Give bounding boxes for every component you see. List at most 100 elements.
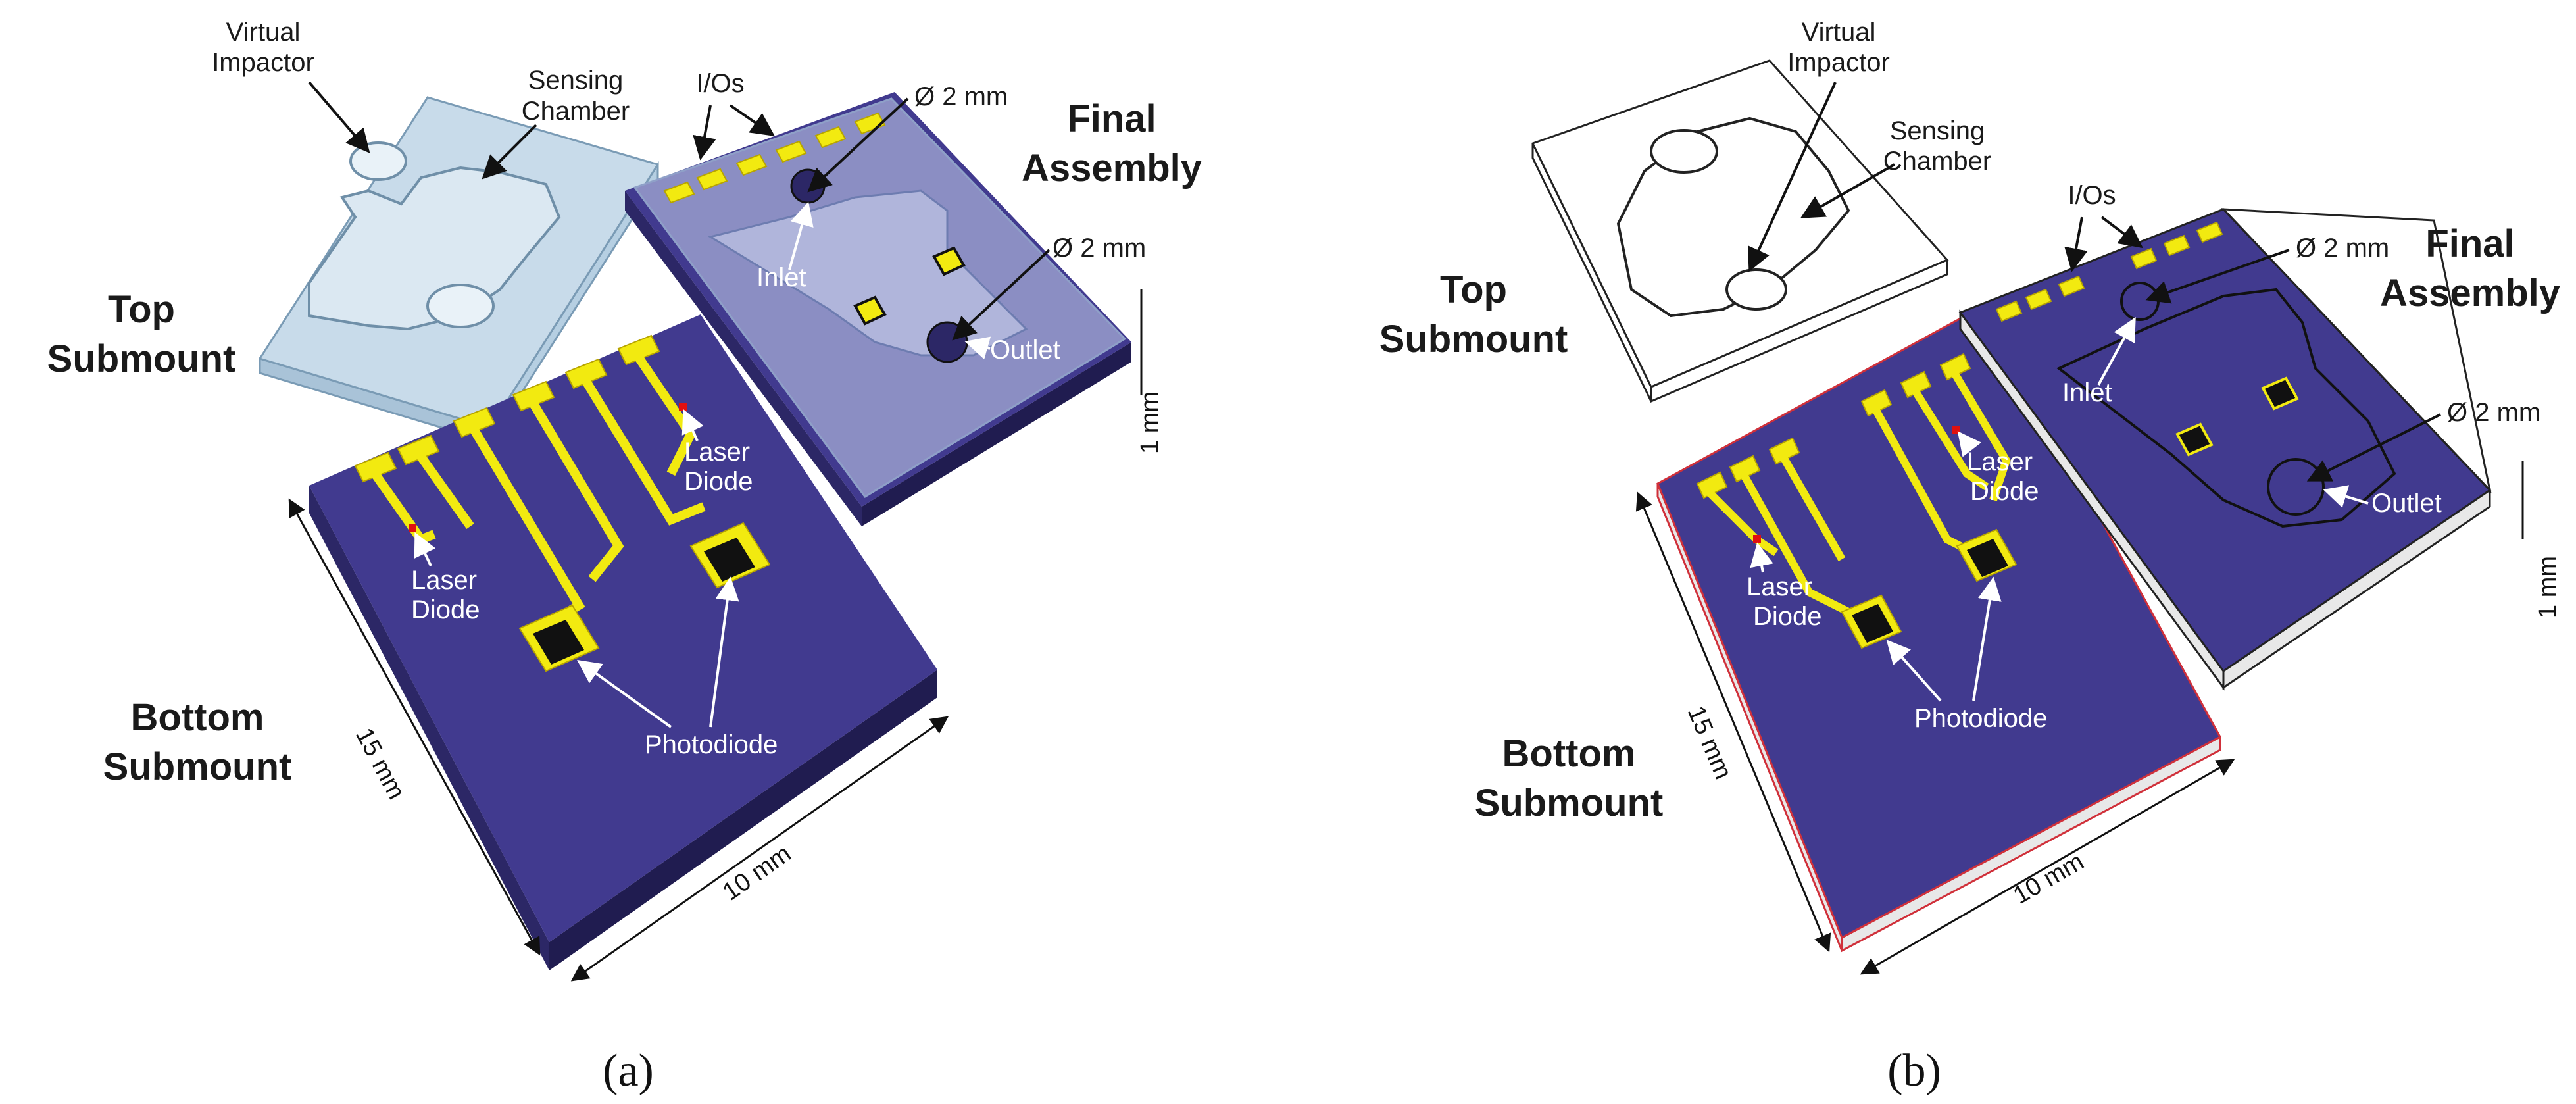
arrow-inlet [788,201,814,270]
io-pad [2058,275,2085,297]
assembly-channel [708,189,1028,357]
label-diode-b-2: Diode [1753,602,1822,631]
trace [1950,369,2011,501]
trace [1910,387,1989,490]
label-laser-b-1: Laser [1967,447,2033,476]
dim-line-15mm [288,498,541,956]
io-pad [1768,437,1800,465]
label-chamber-b: Chamber [1883,147,1992,176]
assembly-pads-b [1995,221,2223,322]
arrow-laser-b-1 [1957,431,1982,457]
arrow-virtual-impactor-b [1748,82,1837,272]
laser-diode-dot [1952,426,1960,434]
arrow-ios-b-2 [2064,216,2088,272]
trace [528,400,624,582]
laser-diode-dot [679,403,687,411]
dim-line-10mm [570,716,949,982]
inlet-hole [790,168,826,204]
io-pad [814,126,847,149]
io-pad [1860,389,1893,417]
io-pad [1995,300,2023,322]
panel-a: Virtual Impactor Sensing Chamber Top Sub… [47,18,1202,1096]
arrow-ios-b-1 [2100,216,2143,249]
arrow-photodiode-2 [709,576,739,728]
arrow-sensing-chamber-b [1800,163,1895,218]
label-diameter-1: Ø 2 mm [914,82,1008,111]
dim-line-15mm-b [1635,491,1831,953]
io-pad [397,434,440,466]
dim-label-1mm-b: 1 mm [2534,556,2562,618]
assembly-pads [663,112,886,204]
label-diode-b-1: Diode [1970,477,2039,506]
io-pad [2163,234,2191,257]
label-bottom-submount-b: Submount [1475,782,1664,824]
arrow-laser-1 [681,409,704,441]
caption-b: (b) [1887,1045,1941,1096]
dim-line-10mm-b [1860,759,2235,975]
arrow-photodiode-b-1 [1886,640,1942,702]
label-outlet-b: Outlet [2371,489,2442,518]
io-pad [354,451,397,483]
label-top-b: Top [1440,268,1507,311]
photodiode-chip [533,620,584,665]
io-pad [735,153,768,176]
arrow-diameter-2 [952,249,1051,341]
arrow-photodiode-1 [577,659,672,728]
io-pad [775,140,807,163]
photodiode-chip [1852,604,1893,643]
label-sensing: Sensing [528,66,624,95]
io-pad [453,407,496,438]
caption-a: (a) [603,1045,654,1096]
label-diameter-2: Ø 2 mm [1053,234,1146,263]
label-diameter-b-1: Ø 2 mm [2296,234,2389,263]
label-inlet-b: Inlet [2062,378,2112,407]
photodiode-chip [704,538,755,582]
label-diode-1: Diode [684,467,753,496]
label-diameter-b-2: Ø 2 mm [2447,398,2540,427]
label-impactor-b: Impactor [1787,48,1890,77]
label-bottom-b: Bottom [1502,732,1636,775]
arrow-ios-2 [693,105,716,161]
assembly-detector-b [2175,422,2214,457]
label-photodiode: Photodiode [645,730,778,759]
assembly-left-side [625,191,862,526]
label-impactor: Impactor [212,48,314,77]
arrow-diameter-b-2 [2306,413,2441,482]
io-pad [564,358,608,389]
io-pad [663,181,695,204]
label-laser-b-2: Laser [1746,572,1812,601]
photodiode-chip [1967,539,2008,577]
label-laser-1: Laser [684,438,750,466]
label-final: Final [1067,97,1156,140]
outlet-hole-b [1725,268,1787,311]
io-pad [512,380,555,412]
arrow-virtual-impactor [308,81,370,153]
label-virtual: Virtual [226,18,301,47]
assembly-detector [932,246,966,276]
io-pad [2130,247,2158,270]
label-chamber: Chamber [522,97,630,126]
final-assembly [625,92,1131,526]
assembly-detector [853,295,887,326]
assembly-channel-b [2056,288,2396,528]
io-pad [2025,288,2052,311]
arrow-diameter-b-1 [2145,249,2290,304]
arrow-inlet-b [2097,316,2136,386]
arrow-photodiode-b-2 [1972,576,2002,701]
label-final-b: Final [2425,222,2514,265]
io-pad [617,334,660,366]
label-submount-b: Submount [1379,318,1568,361]
label-laser-2: Laser [411,566,477,595]
arrow-diameter-1 [807,97,909,193]
laser-diode-dot [1753,535,1761,543]
label-bottom: Bottom [131,696,264,739]
assembly-detector-b [2261,376,2299,411]
label-photodiode-b: Photodiode [1914,704,2047,733]
substrate-top [309,314,937,942]
arrow-ios-1 [729,104,775,137]
io-pad [854,112,886,135]
io-pad [1939,353,1971,381]
top-submount-outline [1531,59,1949,403]
io-pad [2196,221,2223,243]
